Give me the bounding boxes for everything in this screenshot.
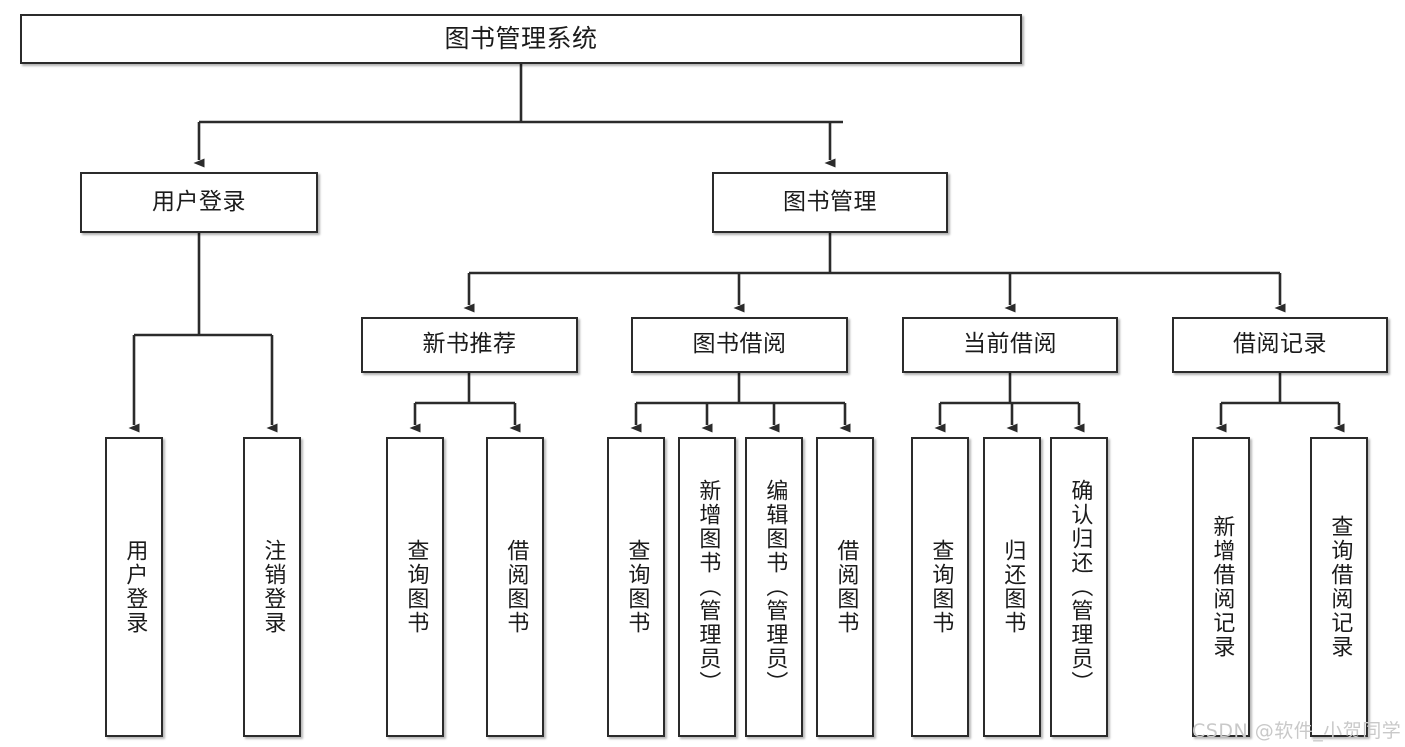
leaf-query-book-current[interactable]: 查询图书 <box>911 437 969 737</box>
leaf-add-book-admin[interactable]: 新增图书（管理员） <box>678 437 736 737</box>
leaf-return-book[interactable]: 归还图书 <box>983 437 1041 737</box>
leaf-borrow-book-newbook[interactable]: 借阅图书 <box>486 437 544 737</box>
node-label: 借阅图书 <box>833 539 859 635</box>
node-label: 归还图书 <box>1000 539 1026 635</box>
leaf-edit-book-admin[interactable]: 编辑图书（管理员） <box>745 437 803 737</box>
node-label: 用户登录 <box>122 539 148 635</box>
node-current-borrow[interactable]: 当前借阅 <box>902 317 1118 373</box>
node-label: 查询图书 <box>403 539 429 635</box>
node-label: 编辑图书（管理员） <box>762 479 788 695</box>
node-label: 查询图书 <box>928 539 954 635</box>
node-label: 新增图书（管理员） <box>695 479 721 695</box>
node-label: 查询借阅记录 <box>1327 515 1353 659</box>
node-label: 用户登录 <box>152 188 246 215</box>
node-label: 借阅记录 <box>1233 331 1327 358</box>
node-label: 查询图书 <box>624 539 650 635</box>
node-new-book-recommend[interactable]: 新书推荐 <box>361 317 578 373</box>
node-book-management[interactable]: 图书管理 <box>712 172 948 233</box>
node-label: 借阅图书 <box>503 539 529 635</box>
leaf-lend-book[interactable]: 借阅图书 <box>816 437 874 737</box>
leaf-query-borrow-record[interactable]: 查询借阅记录 <box>1310 437 1368 737</box>
leaf-query-book-borrow[interactable]: 查询图书 <box>607 437 665 737</box>
node-label: 图书借阅 <box>692 331 787 358</box>
node-label: 注销登录 <box>260 539 286 635</box>
node-book-borrow[interactable]: 图书借阅 <box>631 317 848 373</box>
node-label: 图书管理 <box>783 188 877 215</box>
node-user-login[interactable]: 用户登录 <box>80 172 318 233</box>
node-root-system[interactable]: 图书管理系统 <box>20 14 1022 64</box>
leaf-user-login[interactable]: 用户登录 <box>105 437 163 737</box>
leaf-add-borrow-record[interactable]: 新增借阅记录 <box>1192 437 1250 737</box>
node-label: 当前借阅 <box>963 331 1057 358</box>
node-label: 新书推荐 <box>422 331 517 358</box>
leaf-query-book-newbook[interactable]: 查询图书 <box>386 437 444 737</box>
csdn-watermark: CSDN @软件_小贺同学 <box>1192 720 1402 742</box>
leaf-confirm-return-admin[interactable]: 确认归还（管理员） <box>1050 437 1108 737</box>
node-label: 图书管理系统 <box>444 24 598 54</box>
node-label: 确认归还（管理员） <box>1067 479 1093 695</box>
node-label: 新增借阅记录 <box>1209 515 1235 659</box>
leaf-logout[interactable]: 注销登录 <box>243 437 301 737</box>
node-borrow-records[interactable]: 借阅记录 <box>1172 317 1388 373</box>
